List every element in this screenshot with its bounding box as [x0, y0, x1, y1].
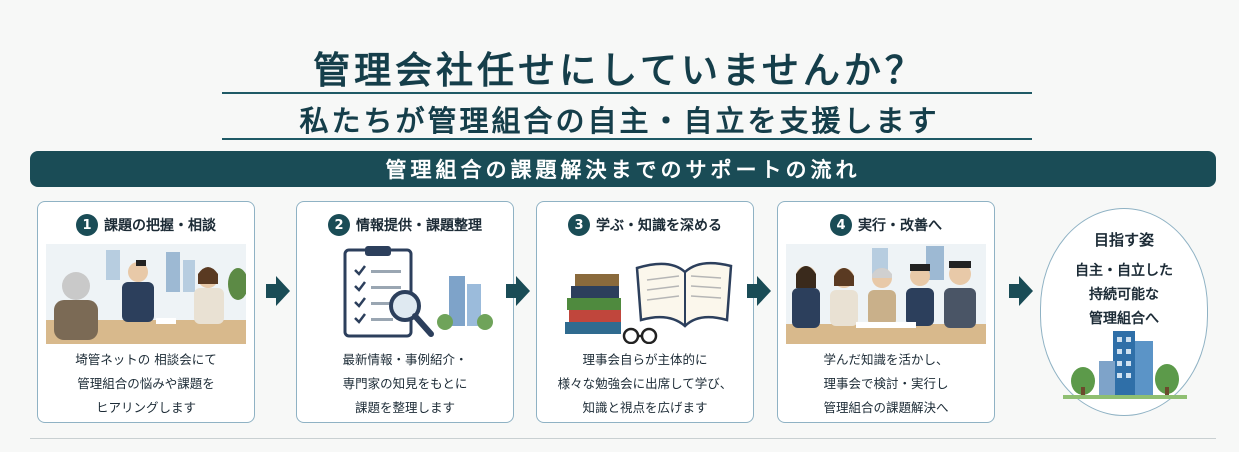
step-card-4: 4 実行・改善へ 学んだ知識を活かし、 理事会で検討・実行し 管理組合の課題解決… [777, 201, 995, 423]
step-description: 理事会自らが主体的に 様々な勉強会に出席して学び、 知識と視点を広げます [537, 348, 753, 420]
step-description-line: 理事会自らが主体的に [582, 352, 708, 367]
step-title: 課題の把握・相談 [104, 218, 216, 234]
step-card-1: 1 課題の把握・相談 埼管ネットの 相談会にて 管理組合の悩みや課題を ヒアリン… [37, 201, 255, 423]
goal-oval: 目指す姿 自主・自立した 持続可能な 管理組合へ [1040, 208, 1208, 416]
step-card-3: 3 学ぶ・知識を深める 理事会自らが主体的に 様々な勉強会に出席して学び、 知識… [536, 201, 754, 423]
subtitle-divider [222, 138, 1032, 140]
step-title: 情報提供・課題整理 [356, 218, 482, 234]
step-header: 3 学ぶ・知識を深める [537, 210, 753, 240]
step-header: 4 実行・改善へ [778, 210, 994, 240]
step-title: 学ぶ・知識を深める [596, 218, 722, 234]
page-title: 管理会社任せにしていませんか？ [313, 49, 926, 92]
flow-banner: 管理組合の課題解決までのサポートの流れ [30, 151, 1216, 187]
step-description-line: 理事会で検討・実行し [823, 376, 949, 391]
arrow-right-icon [1009, 276, 1033, 306]
step-description-line: 知識と視点を広げます [582, 400, 708, 415]
clipboard-magnifier-illustration [343, 246, 493, 338]
step-description: 学んだ知識を活かし、 理事会で検討・実行し 管理組合の課題解決へ [778, 348, 994, 420]
goal-title: 目指す姿 [1093, 231, 1154, 249]
arrow-right-icon [747, 276, 771, 306]
building-icon [1063, 331, 1187, 399]
step-description-line: 管理組合の課題解決へ [823, 400, 949, 415]
step-description: 最新情報・事例紹介・ 専門家の知見をもとに 課題を整理します [297, 348, 513, 420]
step-number-badge: 2 [328, 214, 350, 236]
step-description-line: 埼管ネットの 相談会にて [75, 352, 217, 367]
step-number-badge: 1 [76, 214, 98, 236]
goal-description-line: 管理組合へ [1089, 311, 1159, 327]
step-description-line: 最新情報・事例紹介・ [342, 352, 468, 367]
flow-banner-label: 管理組合の課題解決までのサポートの流れ [385, 158, 861, 182]
step-header: 2 情報提供・課題整理 [297, 210, 513, 240]
step-description-line: 学んだ知識を活かし、 [823, 352, 949, 367]
goal-description-line: 持続可能な [1089, 287, 1159, 303]
meeting-illustration [786, 244, 986, 344]
step-description-line: 専門家の知見をもとに [342, 376, 468, 391]
step-title: 実行・改善へ [858, 218, 942, 234]
arrow-right-icon [506, 276, 530, 306]
step-card-2: 2 情報提供・課題整理 最新情報・事例紹介・ 専門家の知見をもとに 課題を整理し… [296, 201, 514, 423]
step-number-badge: 3 [568, 214, 590, 236]
arrow-right-icon [266, 276, 290, 306]
step-description-line: 管理組合の悩みや課題を [77, 376, 215, 391]
step-description-line: 様々な勉強会に出席して学び、 [557, 376, 733, 391]
step-header: 1 課題の把握・相談 [38, 210, 254, 240]
step-number-badge: 4 [830, 214, 852, 236]
books-illustration [565, 261, 733, 344]
title-divider [222, 92, 1032, 94]
goal-description: 自主・自立した 持続可能な 管理組合へ [1041, 259, 1207, 331]
goal-description-line: 自主・自立した [1075, 263, 1173, 279]
step-description-line: ヒアリングします [95, 400, 196, 415]
consultation-illustration [46, 244, 246, 344]
page-subtitle: 私たちが管理組合の自主・自立を支援します [299, 104, 940, 138]
bottom-divider [30, 438, 1216, 439]
step-description: 埼管ネットの 相談会にて 管理組合の悩みや課題を ヒアリングします [38, 348, 254, 420]
step-description-line: 課題を整理します [354, 400, 455, 415]
